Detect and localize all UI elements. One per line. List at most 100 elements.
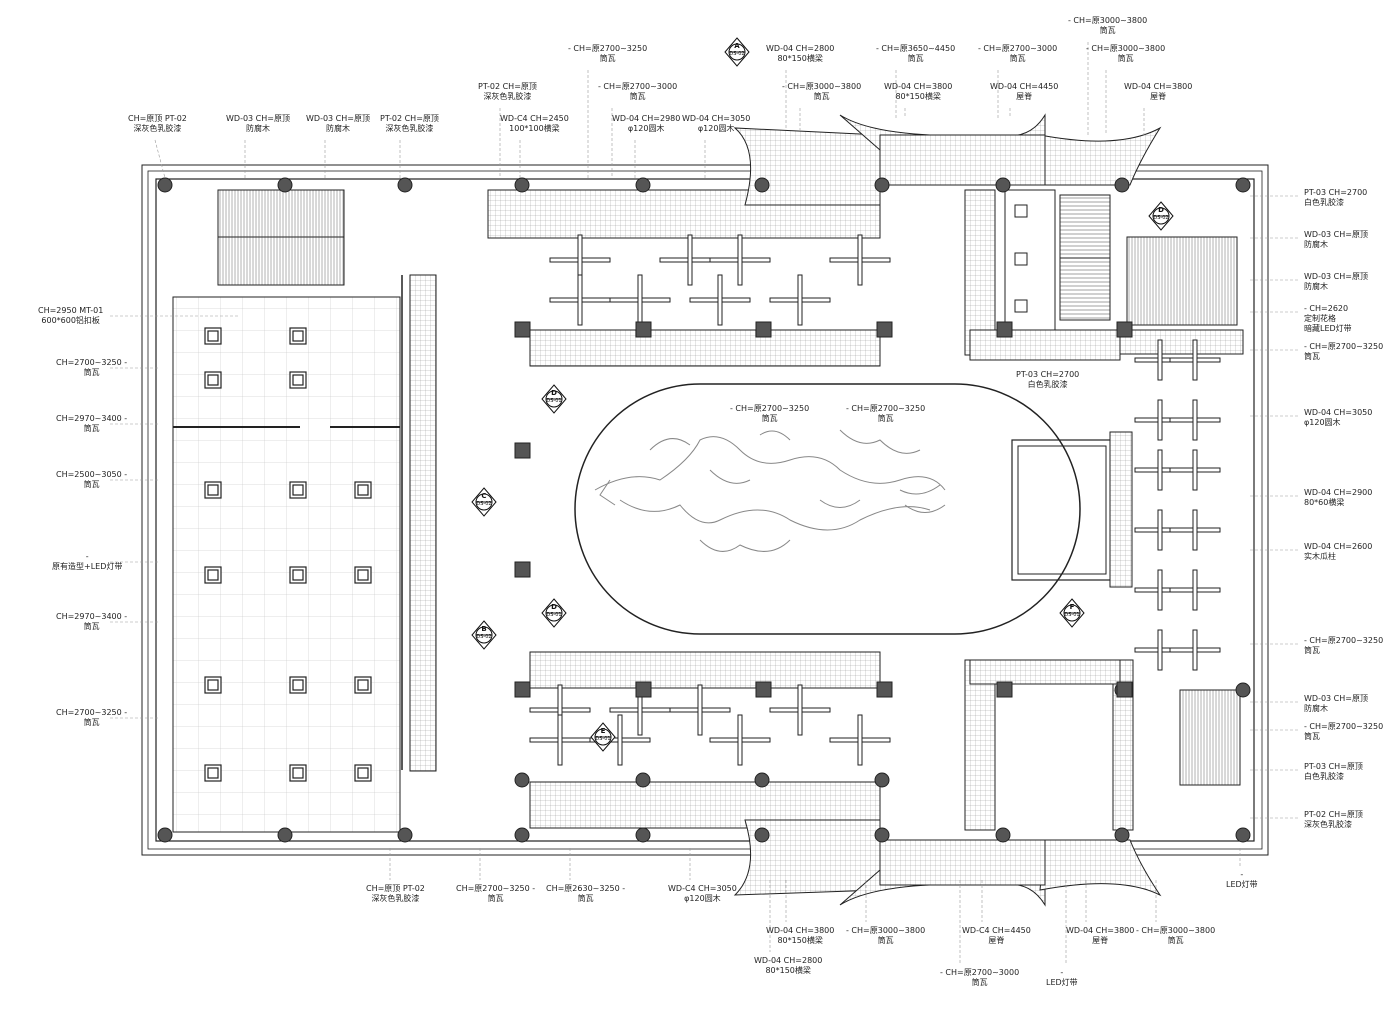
square-post	[876, 321, 893, 338]
beam-vertical	[737, 234, 743, 286]
light-panel	[289, 566, 307, 584]
light-panel	[289, 327, 307, 345]
beam-vertical	[1157, 629, 1163, 671]
annotation-left: CH=2970~3400 -筒瓦	[56, 414, 128, 433]
beam-vertical	[697, 684, 703, 736]
light-panel-inner	[292, 679, 304, 691]
top-right-rooms	[1004, 189, 1241, 786]
beam-vertical	[1157, 569, 1163, 611]
column	[635, 827, 651, 843]
leader-line	[154, 139, 166, 179]
beam-vertical	[1192, 339, 1198, 381]
column	[635, 177, 651, 193]
square-post	[514, 442, 531, 459]
column	[995, 177, 1011, 193]
square-post	[996, 321, 1013, 338]
light-panel-inner	[292, 374, 304, 386]
beam-vertical	[557, 714, 563, 766]
column	[754, 177, 770, 193]
column	[397, 177, 413, 193]
light-panel-inner	[207, 767, 219, 779]
annotation-right: WD-03 CH=原顶防腐木	[1304, 230, 1368, 249]
beam-vertical	[1157, 509, 1163, 551]
light-panel	[289, 764, 307, 782]
light-panel-inner	[292, 484, 304, 496]
square-post	[635, 321, 652, 338]
light-panel	[204, 481, 222, 499]
eave-roof-top	[733, 113, 1162, 206]
light-panel	[354, 764, 372, 782]
beam-vertical	[1157, 449, 1163, 491]
beam-vertical	[1192, 629, 1198, 671]
column	[874, 772, 890, 788]
leader-lines	[110, 42, 1300, 964]
columns	[157, 177, 1251, 843]
light-panel	[204, 566, 222, 584]
beam-vertical	[737, 714, 743, 766]
beam-vertical	[1192, 449, 1198, 491]
pavilion-right	[1011, 431, 1133, 588]
annotation-top: WD-03 CH=原顶防腐木	[226, 114, 290, 133]
beam-vertical	[577, 274, 583, 326]
light-panel-inner	[357, 484, 369, 496]
beam-vertical	[1192, 399, 1198, 441]
square-post	[755, 321, 772, 338]
beam-vertical	[687, 234, 693, 286]
column	[874, 177, 890, 193]
eave-roof-bottom	[733, 819, 1162, 907]
square-post	[1116, 321, 1133, 338]
column	[277, 827, 293, 843]
column	[754, 772, 770, 788]
annotation-right: PT-03 CH=原顶白色乳胶漆	[1304, 762, 1363, 781]
light-panel-inner	[207, 679, 219, 691]
beam-vertical	[617, 714, 623, 766]
column	[1114, 177, 1130, 193]
column	[514, 827, 530, 843]
light-panel-inner	[292, 569, 304, 581]
light-panel	[289, 371, 307, 389]
light-panel	[204, 371, 222, 389]
light-panel	[204, 327, 222, 345]
square-post	[514, 321, 531, 338]
light-panel-inner	[207, 569, 219, 581]
beam-vertical	[857, 234, 863, 286]
annotation-top: PT-02 CH=原顶深灰色乳胶漆	[478, 82, 537, 101]
square-posts	[514, 321, 1133, 698]
annotation-top: WD-03 CH=原顶防腐木	[306, 114, 370, 133]
light-panel	[354, 481, 372, 499]
light-panel-inner	[292, 330, 304, 342]
square-post	[514, 561, 531, 578]
beam-vertical	[1192, 569, 1198, 611]
light-panel-inner	[207, 374, 219, 386]
dragon-relief	[594, 429, 946, 552]
column	[397, 827, 413, 843]
annotation-right: WD-03 CH=原顶防腐木	[1304, 272, 1368, 291]
light-panel	[289, 481, 307, 499]
column	[157, 177, 173, 193]
beam-vertical	[1157, 399, 1163, 441]
light-panel-inner	[207, 330, 219, 342]
timber-beams	[529, 234, 1221, 766]
annotation-bottom: CH=原2700~3250 -筒瓦	[456, 884, 536, 903]
